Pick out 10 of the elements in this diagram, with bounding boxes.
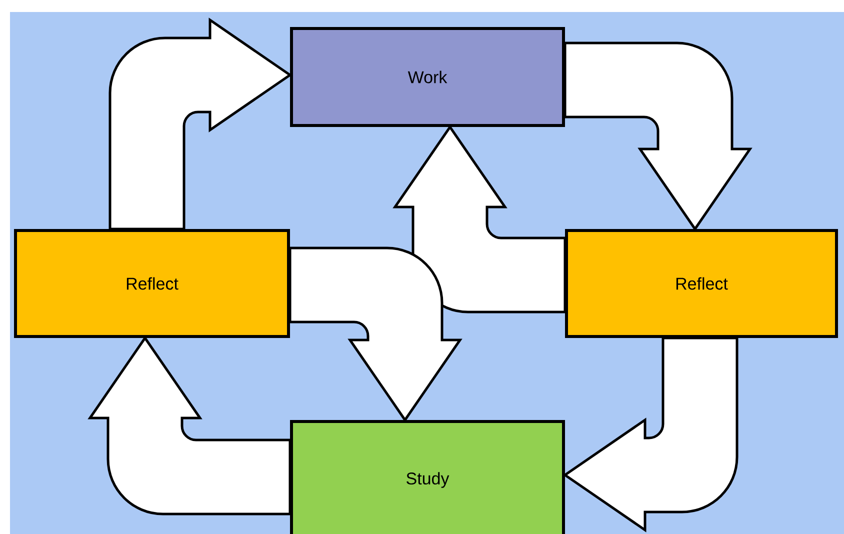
bent-arrow — [564, 42, 752, 230]
process-box: Reflect — [14, 229, 290, 338]
process-box: Work — [290, 27, 565, 127]
process-box: Study — [290, 420, 565, 534]
bent-arrow — [88, 336, 292, 516]
process-box: Reflect — [565, 229, 838, 338]
bent-arrow — [564, 336, 738, 532]
bent-arrow — [394, 126, 566, 314]
bent-arrow — [288, 246, 462, 422]
bent-arrow — [108, 18, 292, 230]
